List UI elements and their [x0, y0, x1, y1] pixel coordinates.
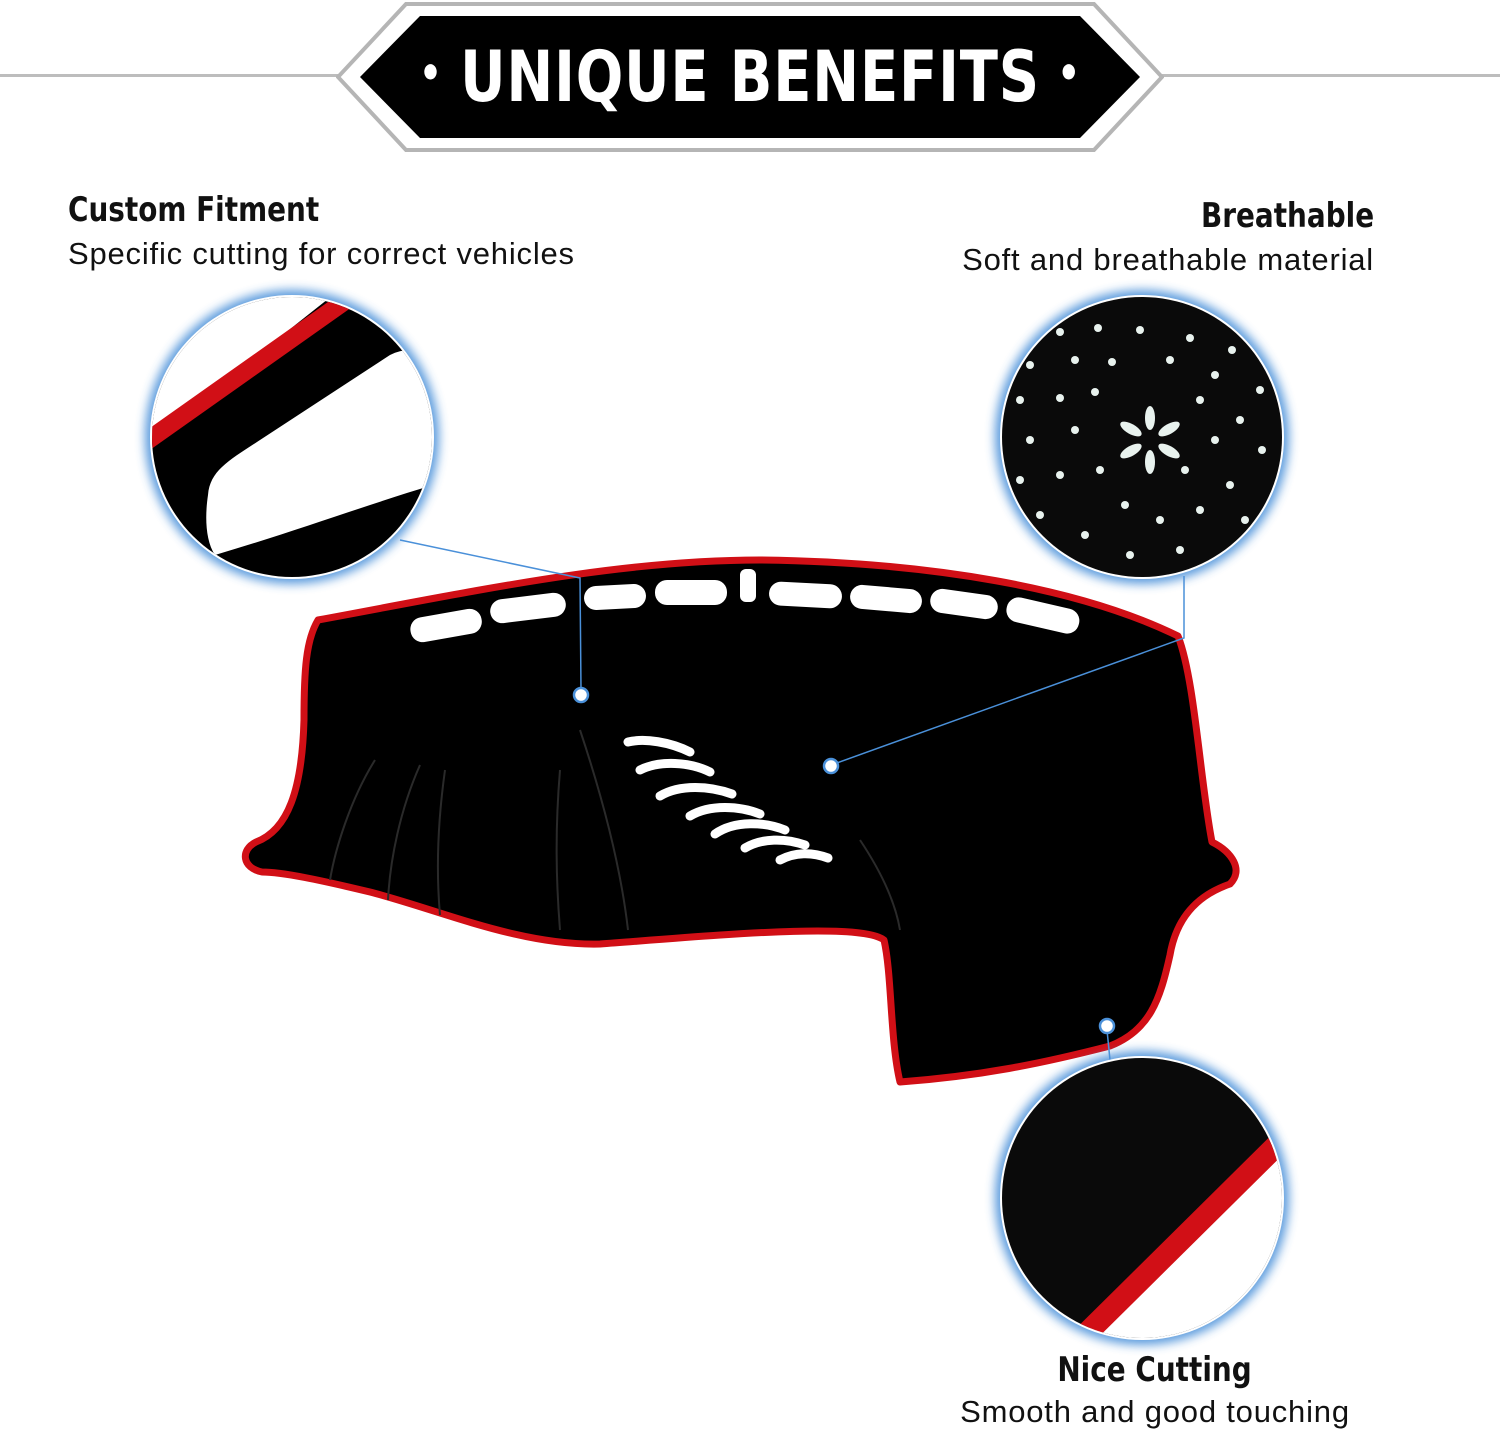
header-rule-left — [0, 74, 340, 77]
dot-marker-icon — [1098, 1017, 1116, 1035]
banner-title-text: UNIQUE BENEFITS — [460, 36, 1040, 118]
feature-description: Smooth and good touching — [960, 1394, 1350, 1429]
zoom-circle-breathable — [995, 290, 1289, 584]
feature-title: Breathable — [1200, 196, 1374, 236]
feature-custom-fitment: Custom Fitment Specific cutting for corr… — [68, 190, 575, 272]
defrost-vent-cutouts — [410, 569, 1080, 643]
bullet-right: • — [1057, 47, 1081, 99]
feature-description: Specific cutting for correct vehicles — [68, 236, 575, 271]
header-rule-right — [1160, 74, 1500, 77]
feature-breathable: Breathable Soft and breathable material — [962, 196, 1374, 278]
dot-marker-icon — [822, 757, 840, 775]
dot-marker-icon — [572, 686, 590, 704]
title-banner — [336, 2, 1164, 152]
mat-fold-lines — [329, 729, 901, 931]
feature-nice-cutting: Nice Cutting Smooth and good touching — [900, 1350, 1410, 1430]
zoom-circle-custom-fitment — [145, 290, 439, 584]
zoom-circle-nice-cutting — [995, 1051, 1289, 1345]
dashboard-mat — [242, 556, 1240, 1086]
speaker-slots — [623, 735, 833, 865]
bullet-left: • — [419, 47, 443, 99]
banner-title: • UNIQUE BENEFITS • — [419, 2, 1081, 152]
feature-title: Nice Cutting — [1057, 1350, 1253, 1390]
feature-title: Custom Fitment — [68, 190, 320, 230]
feature-description: Soft and breathable material — [962, 242, 1374, 277]
